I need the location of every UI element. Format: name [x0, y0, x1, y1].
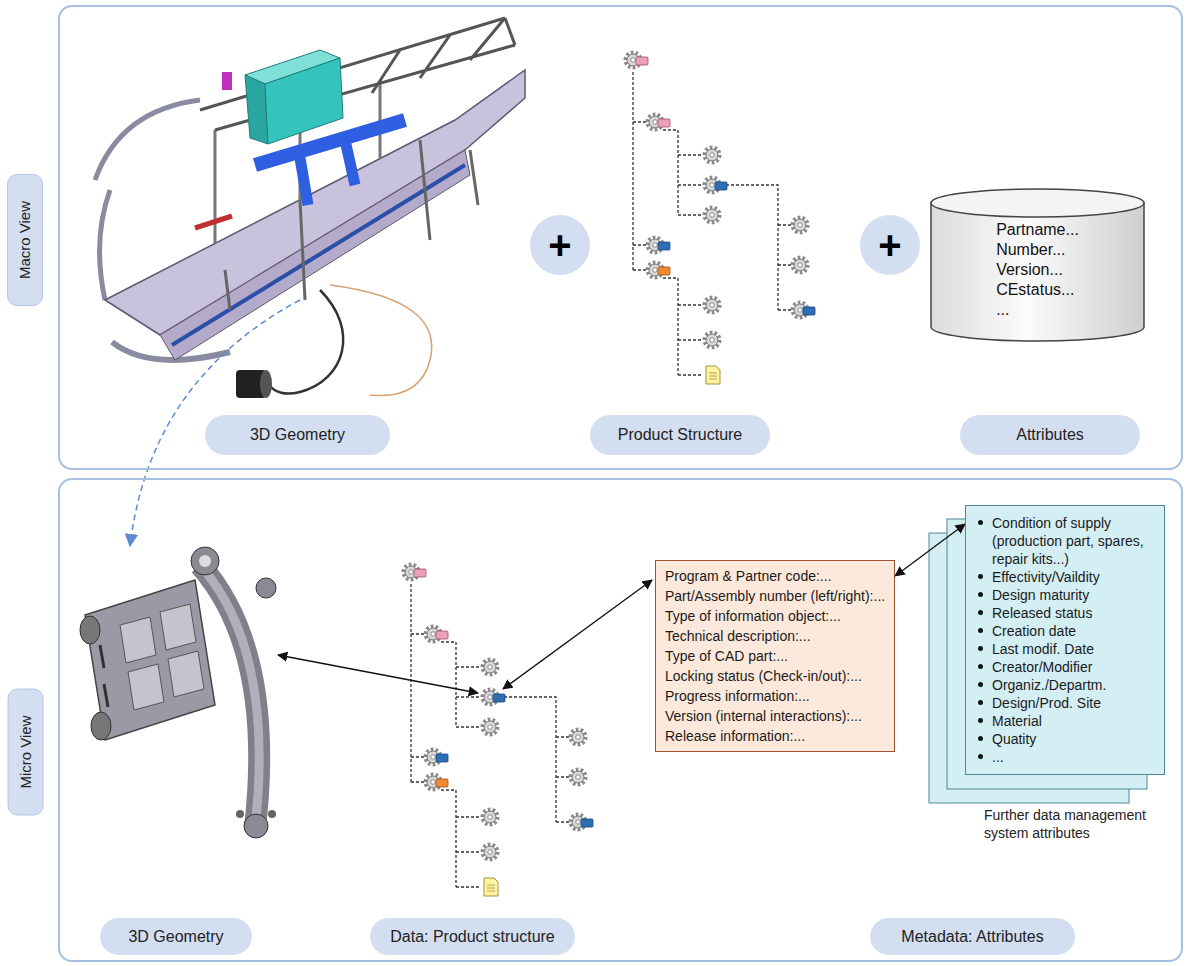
equipment-box — [265, 58, 343, 144]
attribute-field: Technical description:... — [665, 626, 885, 646]
view-panel: Macro View++Partname... Number... Versio… — [58, 5, 1183, 470]
attribute-field: Version (internal interactions):... — [665, 706, 885, 726]
bracket-bolt — [236, 810, 244, 818]
attribute-item: Design maturity — [992, 586, 1154, 604]
connector-cylinder — [260, 370, 272, 398]
cylinder-top — [931, 189, 1144, 217]
view-label: Macro View — [7, 174, 43, 306]
link-arrow — [278, 655, 478, 693]
frame-rib — [100, 190, 110, 300]
bracket-clamp — [199, 555, 211, 567]
attribute-field: Program & Partner code:... — [665, 566, 885, 586]
caption-pill: Attributes — [960, 415, 1140, 455]
plate-window — [160, 604, 196, 650]
attribute-field: Progress information:... — [665, 686, 885, 706]
plus-sign: + — [878, 225, 901, 265]
duct — [300, 140, 355, 205]
caption-pill: Product Structure — [590, 415, 770, 455]
bracket-illustration — [80, 547, 276, 838]
attribute-field: Locking status (Check-in/out):... — [665, 666, 885, 686]
attribute-field: Part/Assembly number (left/right):... — [665, 586, 885, 606]
product-tree-icons — [404, 565, 594, 897]
plate-window — [128, 664, 164, 710]
caption-label: Data: Product structure — [390, 928, 555, 946]
bracket-plate — [85, 580, 215, 740]
bracket-clamp — [244, 814, 268, 838]
view-panel: Micro ViewProgram & Partner code:...Part… — [58, 478, 1183, 962]
plate-window — [168, 651, 204, 697]
link-arrow — [503, 580, 652, 689]
frame-rail — [200, 18, 515, 130]
attribute-field: Type of information object:... — [665, 606, 885, 626]
bracket-clamp — [191, 547, 219, 575]
attribute-item: Last modif. Date — [992, 640, 1154, 658]
harness-wire — [330, 285, 432, 396]
attribute-item: Condition of supply (production part, sp… — [992, 514, 1154, 568]
caption-pill: 3D Geometry — [100, 918, 252, 955]
attribute-card: Program & Partner code:...Part/Assembly … — [655, 560, 895, 752]
attribute-item: Quatity — [992, 730, 1154, 748]
bracket-bolt — [268, 810, 276, 818]
connector-arrow — [895, 524, 965, 576]
attribute-item: Organiz./Departm. — [992, 676, 1154, 694]
equipment-part — [222, 72, 232, 90]
plus-circle: + — [860, 215, 920, 275]
product-tree-icons — [626, 53, 816, 385]
aircraft-section-illustration — [95, 18, 525, 398]
bracket-clamp — [256, 578, 276, 598]
caption-pill: 3D Geometry — [205, 415, 390, 455]
plate-slot — [100, 645, 108, 707]
duct — [255, 120, 405, 165]
attribute-field: Release information:... — [665, 726, 885, 746]
sheet-caption: Further data management system attribute… — [984, 806, 1164, 842]
bracket-boss — [80, 616, 100, 644]
database-cylinder: Partname... Number... Version... CEstatu… — [930, 188, 1145, 342]
equipment-box — [245, 75, 268, 144]
attribute-item: Released status — [992, 604, 1154, 622]
plate-window — [120, 617, 156, 663]
attribute-sheet: Condition of supply (production part, sp… — [965, 505, 1165, 775]
view-label: Micro View — [7, 688, 43, 815]
caption-pill: Metadata: Attributes — [870, 918, 1075, 955]
attribute-item: Creator/Modifier — [992, 658, 1154, 676]
caption-label: Product Structure — [618, 426, 743, 444]
frame-rib — [95, 100, 200, 180]
attribute-item: Material — [992, 712, 1154, 730]
caption-label: Attributes — [1016, 426, 1084, 444]
attribute-item: Design/Prod. Site — [992, 694, 1154, 712]
attribute-item: Effectivity/Vaildity — [992, 568, 1154, 586]
harness-cable — [270, 290, 343, 394]
caption-label: 3D Geometry — [250, 426, 345, 444]
caption-pill: Data: Product structure — [370, 918, 575, 955]
caption-label: Metadata: Attributes — [901, 928, 1043, 946]
plus-circle: + — [530, 215, 590, 275]
attribute-list: Partname... Number... Version... CEstatu… — [996, 220, 1079, 320]
pipe — [195, 216, 232, 228]
attribute-field: Type of CAD part:... — [665, 646, 885, 666]
support-leg — [225, 140, 478, 310]
caption-label: 3D Geometry — [128, 928, 223, 946]
bracket-boss — [91, 712, 111, 740]
attribute-item: ... — [992, 748, 1154, 766]
cylinder-body — [931, 202, 1144, 341]
attribute-item: Creation date — [992, 622, 1154, 640]
plus-sign: + — [548, 225, 571, 265]
